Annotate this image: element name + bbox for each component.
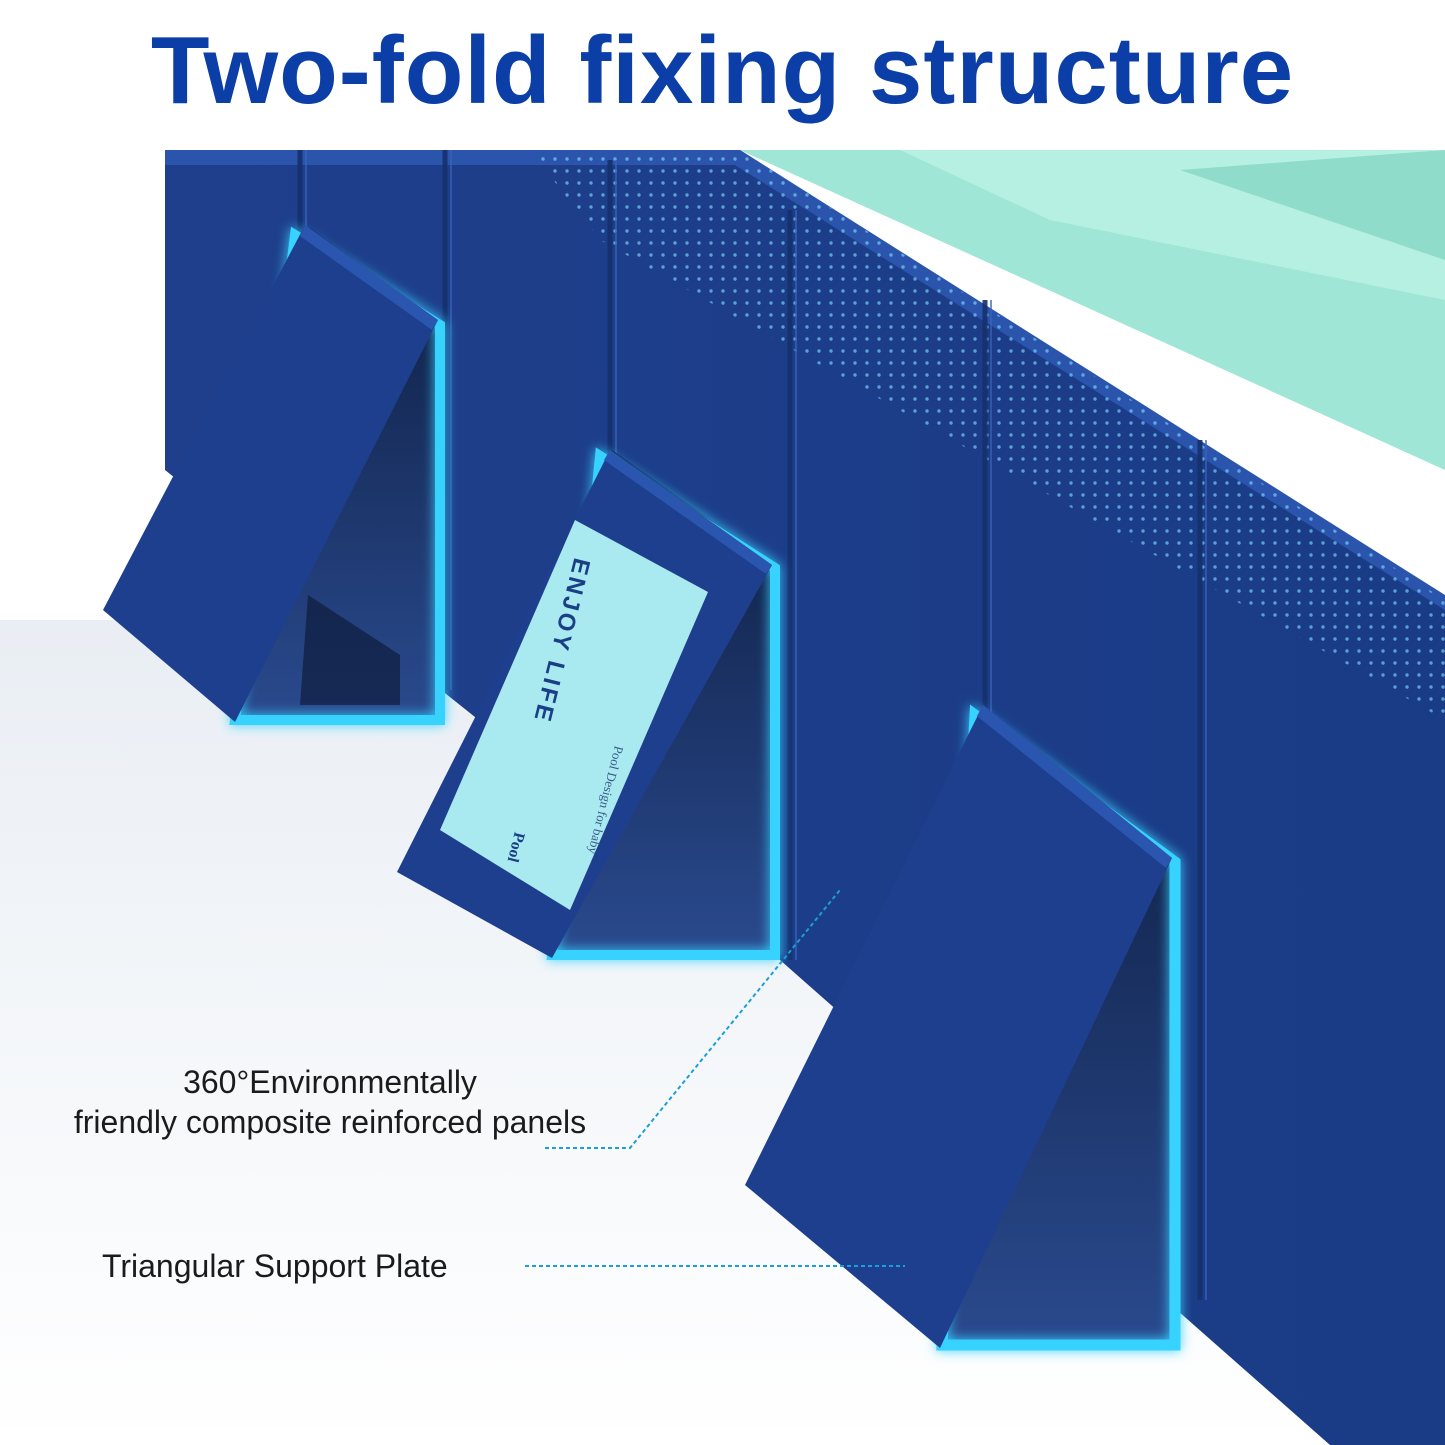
page-title: Two-fold fixing structure [150,17,1295,124]
callout-panels-line2: friendly composite reinforced panels [73,1104,587,1140]
leader-line-panels [545,889,841,1149]
callout-triangular-support-plate: Triangular Support Plate [102,1248,448,1284]
triangle-support-plate-1 [103,225,445,725]
callout-panels-line1: 360°Environmentally [183,1064,477,1100]
callout-reinforced-panels: 360°Environmentally friendly composite r… [30,1062,630,1142]
product-label-card [440,520,708,910]
triangle-support-plate-3 [745,704,1181,1351]
